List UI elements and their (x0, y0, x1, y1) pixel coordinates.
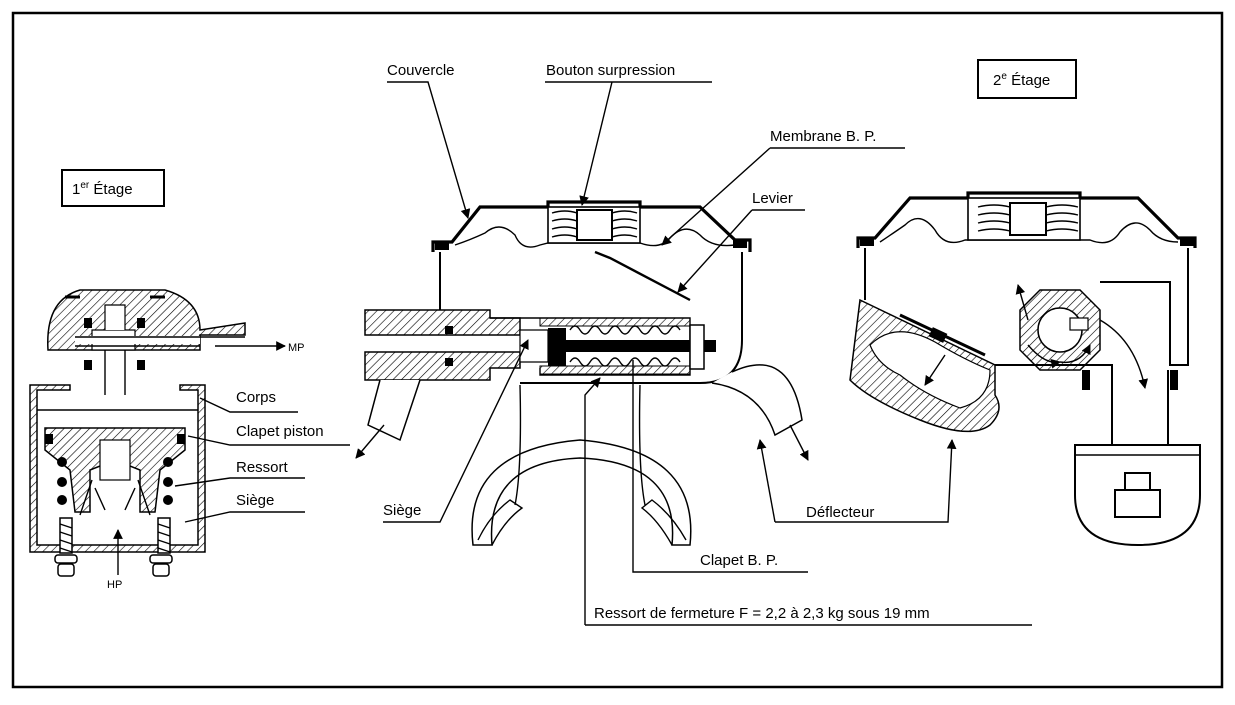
ressort-label: Ressort (236, 459, 289, 476)
corps-label: Corps (236, 389, 276, 406)
deflecteur-label: Déflecteur (806, 504, 874, 521)
siege-label-first: Siège (236, 492, 274, 509)
first-stage-leaders (174, 397, 350, 523)
first-stage-title: 1er Étage (72, 180, 133, 198)
hp-label: HP (107, 579, 122, 591)
clapet-piston-label: Clapet piston (236, 423, 324, 440)
couvercle-label: Couvercle (387, 62, 455, 79)
second-stage-alt-drawing (849, 191, 1201, 547)
second-stage-title-box: 2e Étage (977, 59, 1077, 99)
outer-frame (11, 11, 1224, 689)
levier-label: Levier (752, 190, 793, 207)
second-stage-title: 2e Étage (993, 71, 1050, 89)
mp-label: MP (288, 342, 305, 354)
clapet-bp-label: Clapet B. P. (700, 552, 778, 569)
second-stage-section-drawing (355, 200, 809, 546)
first-stage-drawing (29, 289, 286, 577)
first-stage-title-box: 1er Étage (61, 169, 165, 207)
ressort-fermeture-label: Ressort de fermeture F = 2,2 à 2,3 kg so… (594, 605, 930, 622)
membrane-bp-label: Membrane B. P. (770, 128, 876, 145)
siege-label-second: Siège (383, 502, 421, 519)
bouton-surpression-label: Bouton surpression (546, 62, 675, 79)
second-stage-section-leaders (383, 81, 1032, 626)
